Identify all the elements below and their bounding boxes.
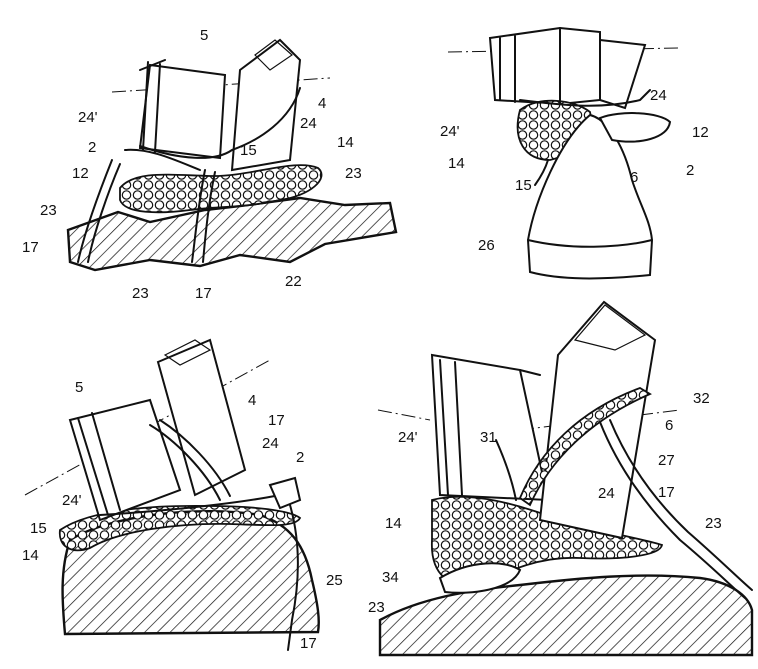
label-2: 2 [88,139,96,156]
support-post [526,113,654,280]
label-15: 15 [515,177,532,194]
clamp-2 [268,476,302,510]
strap-24 [519,89,651,107]
camera-lens-barrel [488,26,601,106]
label-24-prime: 24' [62,492,82,509]
label-24-prime: 24' [398,429,418,446]
label-17: 17 [268,412,285,429]
hose-17-left [77,159,121,263]
label-24-prime: 24' [440,123,460,140]
optical-axis-line [377,409,431,421]
bean-bag-cushion [58,504,302,552]
label-17: 17 [658,484,675,501]
label-12: 12 [692,124,709,141]
label-15: 15 [30,520,47,537]
strap-32-padded [518,387,652,507]
label-25: 25 [326,572,343,589]
label-15: 15 [240,142,257,159]
label-6: 6 [630,169,638,186]
figure-top-left [66,38,398,272]
label-4: 4 [318,95,326,112]
label-2: 2 [296,449,304,466]
label-23-left: 23 [40,202,57,219]
label-5: 5 [75,379,83,396]
bean-bag-cushion [119,164,323,214]
hose-17-right [191,169,216,263]
label-23-right: 23 [705,515,722,532]
stone-34 [438,562,522,594]
label-6: 6 [665,417,673,434]
label-34: 34 [382,569,399,586]
camera-lens-barrel [138,63,227,160]
rock-surface [66,196,398,272]
label-17-bottom: 17 [300,635,317,652]
figure-bottom-right [377,300,754,657]
label-12: 12 [72,165,89,182]
hose-17 [149,419,231,501]
rock-surface [378,574,754,657]
label-14: 14 [385,515,402,532]
label-24: 24 [262,435,279,452]
label-22: 22 [285,273,302,290]
camera-housing [230,38,302,172]
strap-31 [495,439,517,501]
figure-top-right [447,26,681,280]
strap-24 [139,87,301,159]
label-24-prime: 24' [78,109,98,126]
post-base-line [527,239,653,248]
label-23-right: 23 [345,165,362,182]
camera-lens-barrel [68,398,182,522]
label-17-bottom: 17 [195,285,212,302]
figure-bottom-left [24,338,320,651]
label-2: 2 [686,162,694,179]
label-24: 24 [300,115,317,132]
label-31: 31 [480,429,497,446]
housing-handle [573,304,647,351]
strap-12-loop [598,112,672,143]
label-26: 26 [478,237,495,254]
label-32: 32 [693,390,710,407]
lens-ring [77,412,121,516]
strap-12 [124,148,201,171]
housing-handle [163,339,212,366]
label-14: 14 [22,547,39,564]
label-17-left: 17 [22,239,39,256]
label-4: 4 [248,392,256,409]
lens-ring [439,359,541,496]
label-24: 24 [650,87,667,104]
strap-24 [99,484,296,516]
label-27: 27 [658,452,675,469]
label-24: 24 [598,485,615,502]
label-23-left: 23 [368,599,385,616]
lens-ring [499,27,561,105]
camera-eyepiece [599,38,647,110]
label-14: 14 [337,134,354,151]
cable-25 [287,504,299,651]
label-23-bottom: 23 [132,285,149,302]
lens-ring [139,59,166,153]
hose-15 [534,159,549,186]
label-14: 14 [448,155,465,172]
label-5: 5 [200,27,208,44]
housing-handle [254,39,293,71]
hose-17 [599,419,753,599]
